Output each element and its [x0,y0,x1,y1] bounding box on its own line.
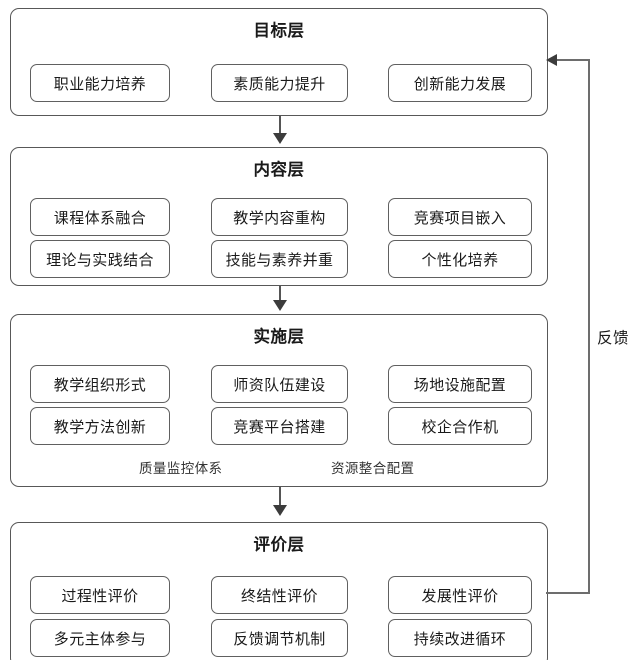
layer-box-implementation: 实施层 教学组织形式 师资队伍建设 场地设施配置 教学方法创新 竞赛平台搭建 校… [10,314,548,487]
note-quality-monitoring: 质量监控体系 [139,461,223,476]
node-zhiye-nengli-peiyang[interactable]: 职业能力培养 [30,64,170,102]
layer-box-goal: 目标层 职业能力培养 素质能力提升 创新能力发展 [10,8,548,116]
note-resource-integration: 资源整合配置 [331,461,415,476]
layer-title-implementation: 实施层 [253,328,305,346]
layer-title-goal: 目标层 [253,22,305,40]
layer-title-content: 内容层 [253,161,305,179]
node-xiaoqi-hezuo-ji[interactable]: 校企合作机 [388,407,532,445]
layer-evaluation-row-2: 多元主体参与 反馈调节机制 持续改进循环 [11,619,547,657]
layer-box-evaluation: 评价层 过程性评价 终结性评价 发展性评价 多元主体参与 反馈调节机制 持续改进… [10,522,548,660]
layer-content-row-1: 课程体系融合 教学内容重构 竞赛项目嵌入 [11,198,547,236]
feedback-label: 反馈 [594,324,633,350]
layer-evaluation-row-1: 过程性评价 终结性评价 发展性评价 [11,576,547,614]
layer-box-content: 内容层 课程体系融合 教学内容重构 竞赛项目嵌入 理论与实践结合 技能与素养并重… [10,147,548,286]
feedback-line-right [588,59,590,594]
arrowhead-content-to-implementation [273,300,287,311]
feedback-arrowhead [546,53,557,66]
node-changdi-sheshi-peizhi[interactable]: 场地设施配置 [388,365,532,403]
node-chixu-gaijin-xunhuan[interactable]: 持续改进循环 [388,619,532,657]
node-duoyuan-zhuti-canyu[interactable]: 多元主体参与 [30,619,170,657]
node-chuangxin-nengli-fazhan[interactable]: 创新能力发展 [388,64,532,102]
node-jiaoxue-neirong-chonggou[interactable]: 教学内容重构 [211,198,348,236]
node-jiaoxue-zuzhi-xingshi[interactable]: 教学组织形式 [30,365,170,403]
arrowhead-implementation-to-evaluation [273,505,287,516]
layer-title-evaluation: 评价层 [253,536,305,554]
node-jiaoxue-fangfa-chuangxin[interactable]: 教学方法创新 [30,407,170,445]
arrowhead-goal-to-content [273,133,287,144]
feedback-line-bottom [546,592,590,594]
layer-implementation-row-2: 教学方法创新 竞赛平台搭建 校企合作机 [11,407,547,445]
feedback-line-top [556,59,590,61]
layer-goal-row-1: 职业能力培养 素质能力提升 创新能力发展 [11,64,547,102]
node-fazhanxing-pingjia[interactable]: 发展性评价 [388,576,532,614]
connector-goal-to-content [279,116,281,136]
node-fankui-tiaojie-jizhi[interactable]: 反馈调节机制 [211,619,348,657]
connector-content-to-implementation [279,286,281,302]
node-jingsai-pingtai-dajian[interactable]: 竞赛平台搭建 [211,407,348,445]
layer-implementation-row-1: 教学组织形式 师资队伍建设 场地设施配置 [11,365,547,403]
node-suzhi-nengli-tisheng[interactable]: 素质能力提升 [211,64,348,102]
node-lilun-yu-shijian-jiehe[interactable]: 理论与实践结合 [30,240,170,278]
node-gexinghua-peiyang[interactable]: 个性化培养 [388,240,532,278]
node-kecheng-tixi-ronghe[interactable]: 课程体系融合 [30,198,170,236]
node-guochengxing-pingjia[interactable]: 过程性评价 [30,576,170,614]
connector-implementation-to-evaluation [279,487,281,507]
node-zhongjiexing-pingjia[interactable]: 终结性评价 [211,576,348,614]
layer-content-row-2: 理论与实践结合 技能与素养并重 个性化培养 [11,240,547,278]
node-jineng-yu-suyang-bingzhong[interactable]: 技能与素养并重 [211,240,348,278]
node-jingsai-xiangmu-qianru[interactable]: 竞赛项目嵌入 [388,198,532,236]
node-shizi-duiwu-jianshe[interactable]: 师资队伍建设 [211,365,348,403]
